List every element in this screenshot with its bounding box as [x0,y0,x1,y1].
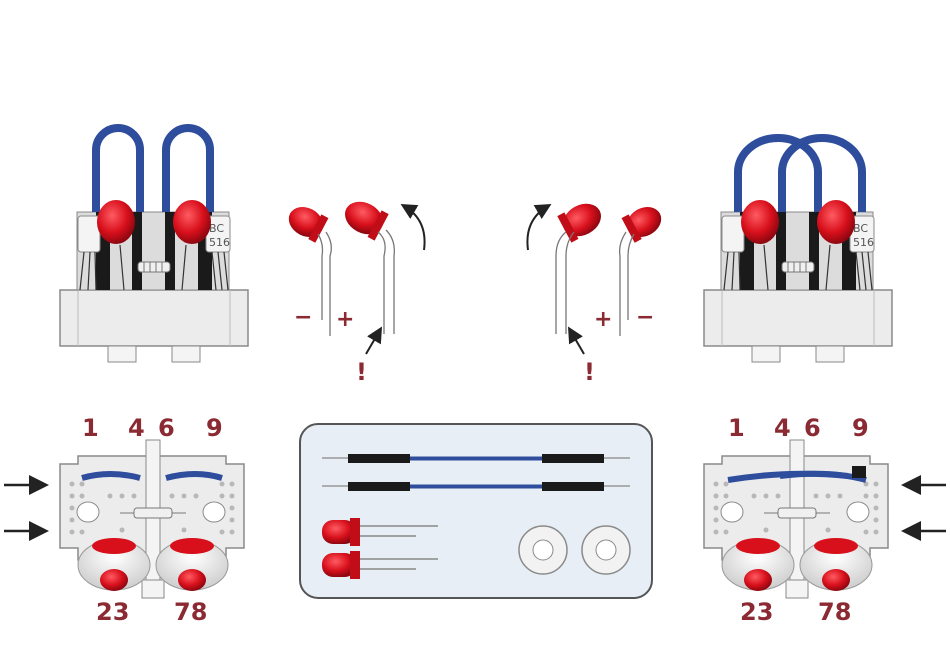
parts-tray [300,424,652,598]
washer-part [519,526,567,574]
pointer-arrow-icon [570,330,584,354]
resistor [778,508,816,518]
washer-part [582,526,630,574]
transistor [77,502,99,522]
pin-label-23: 23 [740,598,773,626]
plus-sign: + [336,307,354,332]
pin-label-6: 6 [158,414,175,442]
warning-mark: ! [584,358,595,386]
warning-mark: ! [356,358,367,386]
pin-label-1: 1 [728,414,745,442]
minus-sign: − [294,305,312,330]
base-block [60,290,248,346]
top-left-assembly: BC 516 [60,128,248,362]
rotate-arrow-icon [404,206,425,250]
led-red [97,200,135,244]
base-block [704,290,892,346]
pin-label-6: 6 [804,414,821,442]
pin-label-78: 78 [174,598,207,626]
base-knob [108,346,136,362]
rotate-arrow-icon [527,206,548,250]
jumper-wire [166,128,210,212]
pin-label-4: 4 [774,414,791,442]
led-red [817,200,855,244]
minus-sign: − [636,305,654,330]
chip-label-line2: 516 [209,236,230,249]
pin-label-9: 9 [852,414,869,442]
base-knob [752,346,780,362]
led-red [173,200,211,244]
pin-label-23: 23 [96,598,129,626]
transistor [722,216,744,252]
pin-label-9: 9 [206,414,223,442]
chip-label-line1: BC [853,222,868,235]
resistor [134,508,172,518]
led-prep-left: − + ! [284,195,425,386]
base-knob [172,346,200,362]
resistor [782,262,814,272]
bottom-right-board: 1 4 6 9 [704,414,946,626]
pin-label-4: 4 [128,414,145,442]
resistor [138,262,170,272]
jumper-wire [96,128,140,212]
transistor [721,502,743,522]
bottom-left-board: 1 4 6 9 [4,414,244,626]
pin-label-78: 78 [818,598,851,626]
base-knob [816,346,844,362]
transistor [203,502,225,522]
chip-label-line1: BC [209,222,224,235]
chip-label-line2: 516 [853,236,874,249]
transistor [847,502,869,522]
top-right-assembly: BC 516 [704,138,892,362]
pin-label-1: 1 [82,414,99,442]
transistor [78,216,100,252]
led-red [741,200,779,244]
plus-sign: + [594,307,612,332]
led-prep-right: + − ! [527,197,666,386]
pointer-arrow-icon [366,330,380,354]
